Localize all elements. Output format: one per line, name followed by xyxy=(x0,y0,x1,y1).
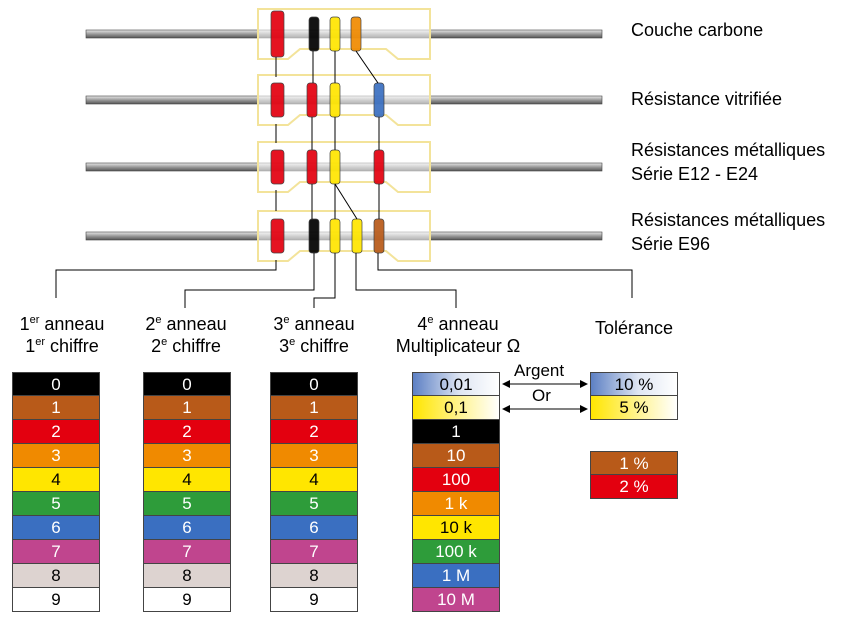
color-band xyxy=(329,149,341,185)
label-metal-film-2: Résistances métalliques xyxy=(631,210,826,230)
ring2-digit-cell: 1 xyxy=(143,396,231,420)
header-tolerance: Tolérance xyxy=(594,318,674,338)
arrow-head xyxy=(502,380,510,388)
ring2-digit-cell: 6 xyxy=(143,516,231,540)
header-ring-4: 4e anneau Multiplicateur Ω xyxy=(395,314,521,356)
multiplier-cell: 1 xyxy=(412,420,500,444)
leader-ring1 xyxy=(55,260,277,298)
label-metal-film-1: Résistances métalliques xyxy=(631,140,826,160)
color-band xyxy=(373,149,385,185)
color-band xyxy=(373,218,385,254)
color-band xyxy=(308,218,320,254)
resistor-body xyxy=(257,8,431,60)
resistor-body xyxy=(257,141,431,193)
tolerance-precision-cell: 2 % xyxy=(590,475,678,499)
ring1-digit-cell: 2 xyxy=(12,420,100,444)
multiplier-cell: 10 M xyxy=(412,588,500,612)
tolerance-precision-cell: 1 % xyxy=(590,451,678,475)
ring2-digit-cell: 4 xyxy=(143,468,231,492)
label-vitrified: Résistance vitrifiée xyxy=(631,89,783,109)
label-series-e12-e24: Série E12 - E24 xyxy=(631,164,759,184)
color-band xyxy=(329,218,341,254)
resistor-body xyxy=(257,74,431,126)
resistor-body xyxy=(257,210,431,262)
header-ring-1: 1er anneau 1er chiffre xyxy=(19,314,105,356)
color-band xyxy=(270,82,285,118)
ring1-digit-cell: 1 xyxy=(12,396,100,420)
multiplier-cell: 100 k xyxy=(412,540,500,564)
ring1-digit-cell: 8 xyxy=(12,564,100,588)
leader-ring4 xyxy=(355,253,457,308)
ring2-digit-cell: 0 xyxy=(143,372,231,396)
ring3-digit-cell: 9 xyxy=(270,588,358,612)
ring3-digit-cell: 5 xyxy=(270,492,358,516)
multiplier-cell: 10 k xyxy=(412,516,500,540)
color-band xyxy=(329,82,341,118)
color-band xyxy=(306,82,318,118)
tolerance-precious-cell: 10 % xyxy=(590,372,678,396)
arrow-head xyxy=(580,405,588,413)
ring3-digit-cell: 1 xyxy=(270,396,358,420)
label-carbon-film: Couche carbone xyxy=(631,20,764,40)
ring3-digit-cell: 8 xyxy=(270,564,358,588)
tolerance-precious-cell: 5 % xyxy=(590,396,678,420)
ring3-digit-cell: 6 xyxy=(270,516,358,540)
color-band xyxy=(270,149,285,185)
color-band xyxy=(308,16,320,52)
arrow-head xyxy=(580,380,588,388)
band-link xyxy=(334,183,358,220)
ring3-digit-cell: 4 xyxy=(270,468,358,492)
arrow-label-silver: Argent xyxy=(514,361,565,380)
color-band xyxy=(373,82,385,118)
ring1-digit-cell: 6 xyxy=(12,516,100,540)
label-series-e96: Série E96 xyxy=(631,234,711,254)
ring1-digit-cell: 0 xyxy=(12,372,100,396)
ring1-digit-cell: 3 xyxy=(12,444,100,468)
multiplier-cell: 10 xyxy=(412,444,500,468)
multiplier-cell: 0,01 xyxy=(412,372,500,396)
color-band xyxy=(329,16,341,52)
header-ring-2: 2e anneau 2e chiffre xyxy=(145,314,227,356)
color-band xyxy=(270,218,285,254)
ring3-digit-cell: 0 xyxy=(270,372,358,396)
header-ring-3: 3e anneau 3e chiffre xyxy=(273,314,355,356)
ring2-digit-cell: 9 xyxy=(143,588,231,612)
color-band xyxy=(351,218,363,254)
ring2-digit-cell: 7 xyxy=(143,540,231,564)
ring1-digit-cell: 9 xyxy=(12,588,100,612)
multiplier-cell: 100 xyxy=(412,468,500,492)
multiplier-cell: 1 M xyxy=(412,564,500,588)
ring1-digit-cell: 7 xyxy=(12,540,100,564)
leader-ring2 xyxy=(184,253,315,308)
ring3-digit-cell: 2 xyxy=(270,420,358,444)
band-link xyxy=(355,50,379,84)
color-band xyxy=(350,16,362,52)
ring1-digit-cell: 5 xyxy=(12,492,100,516)
ring2-digit-cell: 3 xyxy=(143,444,231,468)
ring2-digit-cell: 2 xyxy=(143,420,231,444)
color-band xyxy=(270,10,285,58)
color-band xyxy=(306,149,318,185)
arrow-head xyxy=(502,405,510,413)
ring2-digit-cell: 5 xyxy=(143,492,231,516)
ring1-digit-cell: 4 xyxy=(12,468,100,492)
ring3-digit-cell: 7 xyxy=(270,540,358,564)
ring3-digit-cell: 3 xyxy=(270,444,358,468)
arrow-label-gold: Or xyxy=(532,386,551,405)
multiplier-cell: 0,1 xyxy=(412,396,500,420)
ring2-digit-cell: 8 xyxy=(143,564,231,588)
leader-tolerance xyxy=(377,253,633,298)
multiplier-cell: 1 k xyxy=(412,492,500,516)
leader-ring3 xyxy=(313,253,336,308)
